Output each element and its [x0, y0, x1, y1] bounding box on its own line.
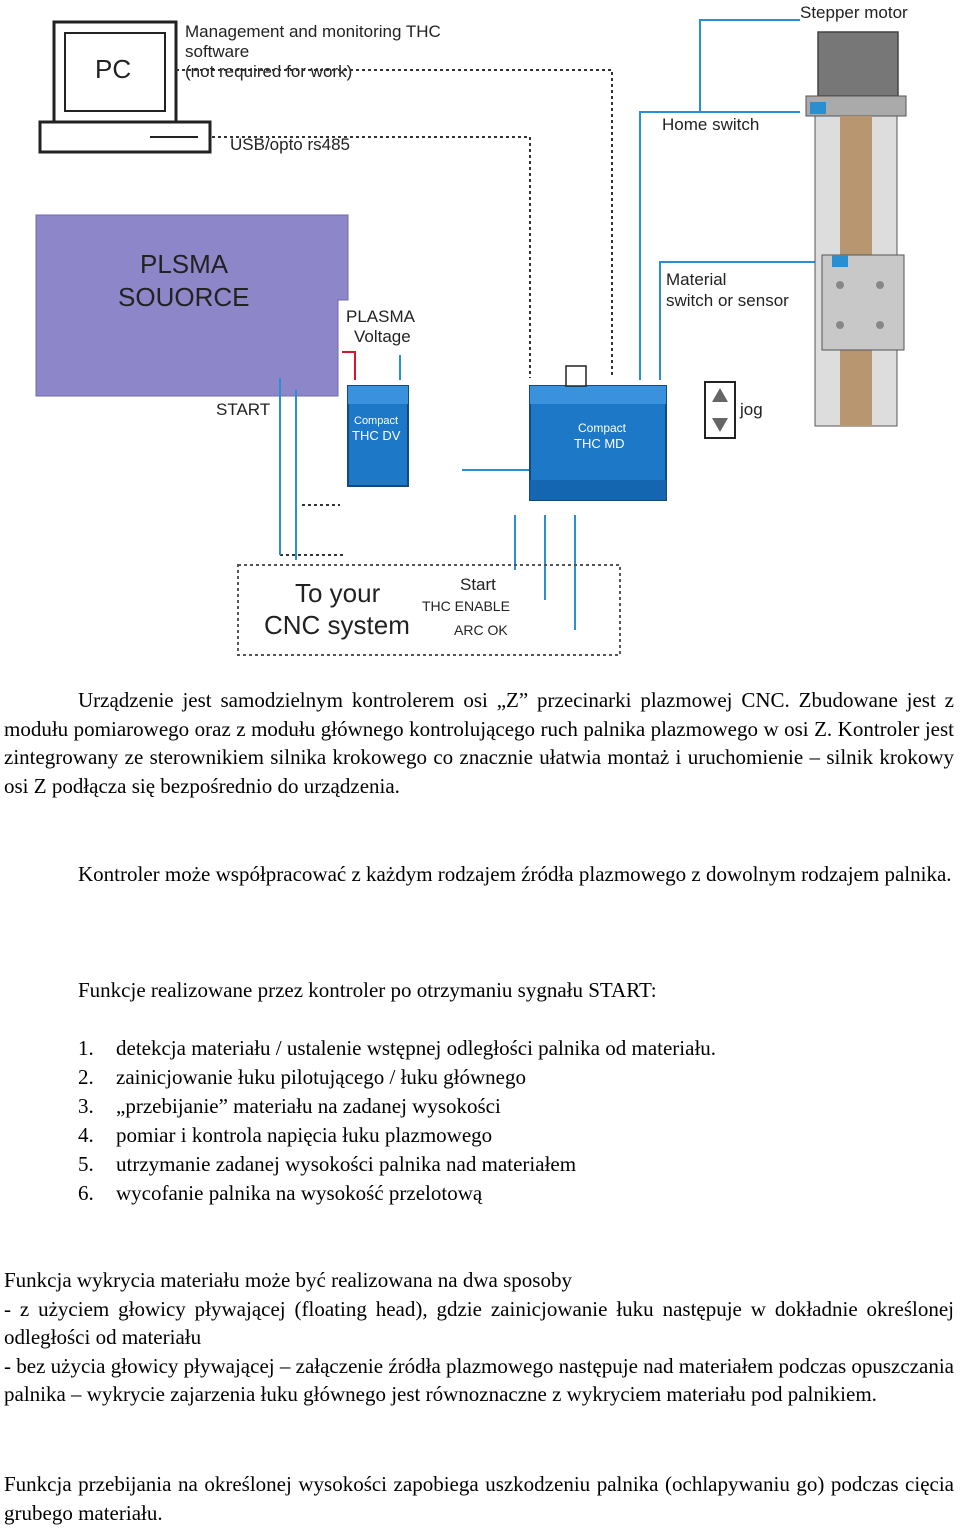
jog-icon	[704, 381, 736, 439]
cnc-label-2: CNC system	[264, 610, 410, 640]
intro-paragraph: Urządzenie jest samodzielnym kontrolerem…	[4, 688, 954, 798]
stepper-motor-icon	[805, 31, 907, 427]
piercing-paragraph: Funkcja przebijania na określonej wysoko…	[4, 1472, 954, 1525]
cnc-signal-arc-ok: ARC OK	[454, 622, 508, 638]
plasma-source-label-1: PLSMA	[140, 249, 229, 279]
stepper-label: Stepper motor	[800, 3, 908, 22]
detection-paragraph: Funkcja wykrycia materiału może być real…	[4, 1268, 572, 1292]
plasma-voltage-label-2: Voltage	[354, 327, 411, 346]
pc-label: PC	[95, 54, 131, 84]
cnc-system-box	[237, 564, 621, 656]
material-switch-label-1: Material	[666, 270, 726, 289]
pc-icon: PC	[38, 20, 212, 154]
home-switch-label: Home switch	[662, 115, 759, 134]
cnc-signal-start: Start	[460, 575, 496, 594]
thc-dv-label-2: THC DV	[352, 428, 401, 443]
list-item: 6.wycofanie palnika na wysokość przeloto…	[78, 1181, 483, 1205]
functions-list: 1.detekcja materiału / ustalenie wstępne…	[78, 1034, 716, 1208]
compatibility-paragraph: Kontroler może współpracować z każdym ro…	[78, 862, 952, 886]
usb-label: USB/opto rs485	[230, 135, 350, 154]
jog-label: jog	[739, 400, 763, 419]
list-item: 4.pomiar i kontrola napięcia łuku plazmo…	[78, 1123, 493, 1147]
list-item: 5.utrzymanie zadanej wysokości palnika n…	[78, 1152, 577, 1176]
material-switch-label-2: switch or sensor	[666, 291, 789, 310]
list-item: 2.zainicjowanie łuku pilotującego / łuku…	[78, 1065, 526, 1089]
thc-md-label-1: Compact	[578, 421, 627, 435]
floating-head-paragraph: - z użyciem głowicy pływającej (floating…	[4, 1296, 954, 1350]
thc-wiring-diagram: PC Management and monitoring THC softwar…	[35, 3, 908, 656]
start-label: START	[216, 400, 270, 419]
software-label-3: (not required for work)	[185, 62, 352, 81]
no-floating-head-paragraph: - bez użycia głowicy pływającej – załącz…	[4, 1353, 954, 1407]
list-item: 3.„przebijanie” materiału na zadanej wys…	[78, 1094, 501, 1118]
list-item: 1.detekcja materiału / ustalenie wstępne…	[78, 1036, 717, 1060]
thc-dv-label-1: Compact	[354, 415, 398, 427]
plasma-source-box	[35, 214, 349, 397]
cnc-signal-thc-enable: THC ENABLE	[422, 598, 510, 614]
thc-md-label-2: THC MD	[574, 436, 625, 451]
cnc-label-1: To your	[295, 578, 381, 608]
functions-heading: Funkcje realizowane przez kontroler po o…	[78, 978, 657, 1002]
plasma-source-label-2: SOUORCE	[118, 282, 249, 312]
software-label-1: Management and monitoring THC	[185, 22, 441, 41]
software-label-2: software	[185, 42, 249, 61]
plasma-voltage-label-1: PLASMA	[346, 307, 416, 326]
